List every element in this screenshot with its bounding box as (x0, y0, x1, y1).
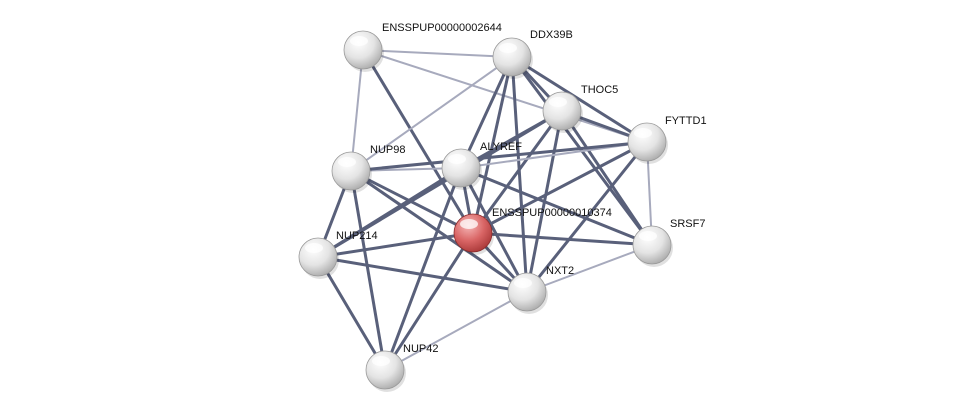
node-highlight (634, 128, 652, 138)
node-thoc5[interactable]: THOC5 (542, 84, 618, 133)
node-label: ENSSPUP00000010374 (492, 207, 612, 219)
edge-n_nup98-n_10374 (349, 169, 475, 235)
edge-n_10374-n_nup42 (383, 231, 475, 372)
edge-n_nup98-n_nup42 (349, 169, 387, 372)
edge-n_ddx39b-n_nup98 (350, 56, 513, 172)
node-highlight (350, 36, 368, 46)
edge-n_alyref-n_nup42 (383, 166, 463, 372)
node-label: FYTTD1 (665, 115, 707, 127)
node-ensspup00000002644[interactable]: ENSSPUP00000002644 (343, 22, 502, 72)
node-ddx39b[interactable]: DDX39B (492, 29, 573, 79)
node-alyref[interactable]: ALYREF (441, 141, 522, 190)
node-label: THOC5 (581, 84, 618, 96)
edge-n_nxt2-n_nup42 (384, 291, 528, 371)
edge-n_ddx39b-n_alyref (459, 55, 514, 170)
edge-n_nup214-n_nxt2 (316, 255, 529, 294)
edge-n_alyref-n_nup214 (316, 166, 463, 259)
node-highlight (338, 157, 356, 167)
edge-n_thoc5-n_srsf7 (560, 109, 654, 247)
node-highlight (514, 278, 532, 288)
edge-n_alyref-n_nxt2 (459, 166, 529, 294)
edge-n_nup98-n_nxt2 (349, 169, 529, 294)
node-highlight (372, 356, 390, 366)
node-srsf7[interactable]: SRSF7 (632, 218, 705, 267)
node-ensspup00000010374[interactable]: ENSSPUP00000010374 (453, 207, 612, 255)
edge-n_10374-n_srsf7 (471, 231, 654, 247)
edge-n_2644-n_fyttd1 (362, 49, 648, 143)
node-nup42[interactable]: NUP42 (365, 343, 438, 392)
node-highlight (305, 243, 323, 253)
node-label: NUP214 (336, 230, 378, 242)
edge-n_thoc5-n_10374 (471, 109, 564, 235)
edge-n_2644-n_nup98 (350, 49, 364, 172)
node-label: SRSF7 (670, 218, 705, 230)
edge-n_nup98-n_fyttd1 (349, 140, 649, 173)
edge-n_2644-n_ddx39b (362, 49, 513, 58)
node-label: NUP98 (370, 144, 405, 156)
node-label: ALYREF (480, 141, 522, 153)
edge-n_alyref-n_srsf7 (459, 166, 654, 247)
node-highlight (499, 43, 517, 53)
edge-n_10374-n_nup214 (316, 231, 475, 259)
node-label: NUP42 (403, 343, 438, 355)
node-label: ENSSPUP00000002644 (382, 22, 502, 34)
node-label: DDX39B (530, 29, 573, 41)
node-nup98[interactable]: NUP98 (331, 144, 405, 193)
edge-n_2644-n_10374 (361, 48, 475, 235)
edge-n_nup214-n_nup42 (316, 255, 387, 372)
node-nxt2[interactable]: NXT2 (507, 265, 574, 314)
node-nup214[interactable]: NUP214 (298, 230, 378, 279)
node-highlight (448, 154, 466, 164)
edge-n_fyttd1-n_nxt2 (525, 140, 649, 294)
node-label: NXT2 (546, 265, 574, 277)
edge-n_ddx39b-n_nxt2 (510, 55, 529, 294)
edge-n_fyttd1-n_10374 (471, 140, 649, 235)
node-highlight (639, 231, 657, 241)
edge-n_nxt2-n_srsf7 (526, 244, 653, 293)
node-highlight (460, 219, 478, 229)
node-highlight (549, 97, 567, 107)
edge-n_ddx39b-n_fyttd1 (510, 55, 649, 144)
node-fyttd1[interactable]: FYTTD1 (627, 115, 707, 164)
